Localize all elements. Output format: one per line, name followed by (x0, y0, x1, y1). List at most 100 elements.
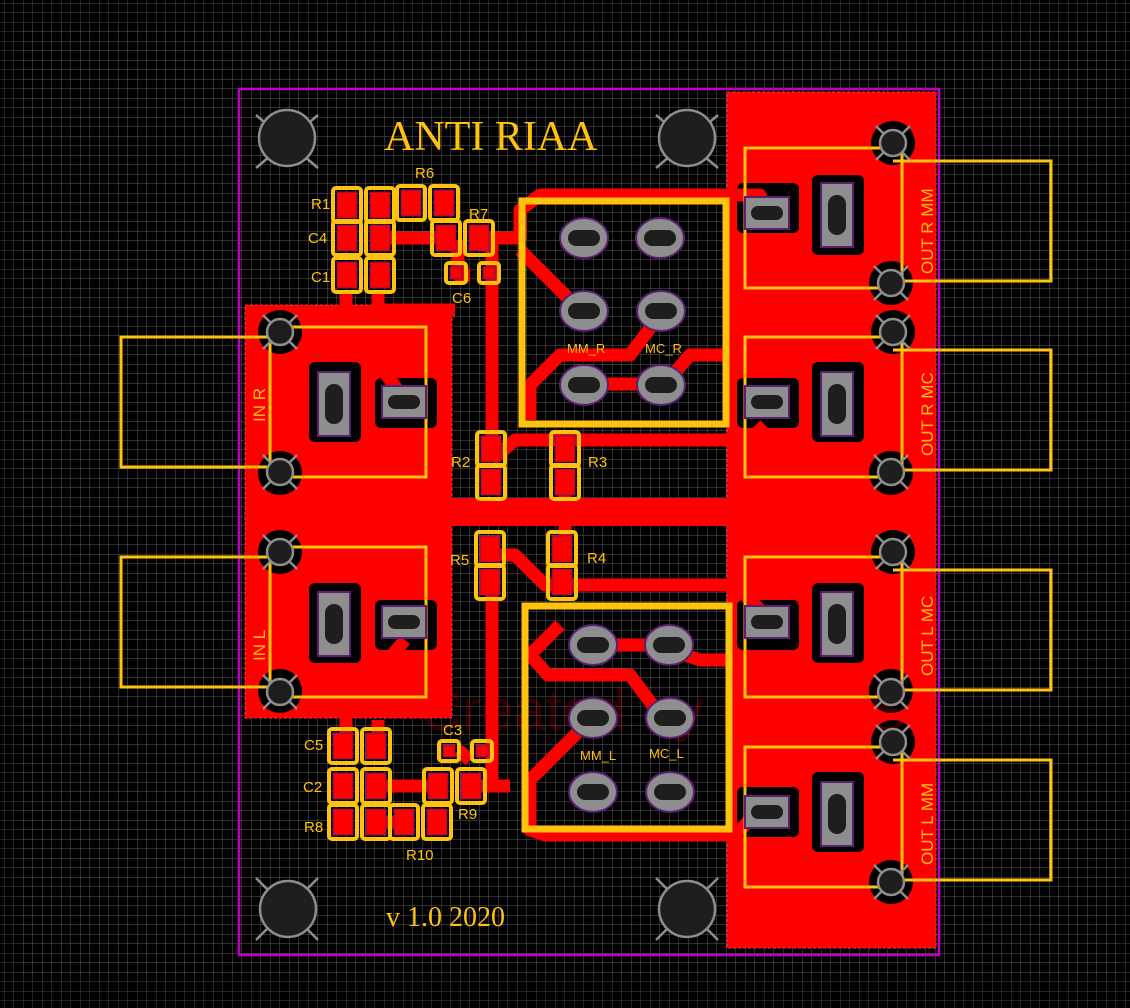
smd-r3[interactable] (549, 430, 581, 501)
smd-pad (369, 224, 391, 252)
slot-hole (751, 206, 783, 220)
pad-hole (577, 637, 609, 653)
connector-in-r[interactable] (119, 314, 428, 490)
smd-c1[interactable] (331, 256, 396, 294)
smd-pad (336, 224, 358, 252)
pin-pad (878, 128, 908, 158)
pad-hole (653, 637, 685, 653)
smd-r5[interactable] (474, 530, 506, 601)
switch-pad (568, 771, 618, 813)
connector-silkscreen-outer (119, 335, 280, 469)
switch-label-mm-l: MM_L (580, 748, 616, 763)
pad-silkscreen (360, 727, 392, 765)
switch-label-mc-r: MC_R (645, 341, 682, 356)
pad-silkscreen (395, 184, 427, 222)
smd-components (327, 184, 581, 841)
smd-r2[interactable] (475, 430, 507, 501)
connector-in-l[interactable] (119, 534, 428, 710)
pad-hole (577, 710, 609, 726)
tht-pin (875, 534, 911, 570)
smd-c5[interactable] (327, 727, 392, 765)
pad-silkscreen (327, 803, 359, 841)
pin-pad (265, 677, 295, 707)
smd-pad (427, 772, 449, 800)
smd-c3[interactable] (437, 739, 494, 763)
pad-hole (654, 710, 686, 726)
switch-pad (559, 217, 609, 259)
pad-silkscreen (546, 563, 578, 601)
smd-r6[interactable] (395, 184, 460, 222)
smd-r4[interactable] (546, 530, 578, 601)
connector-out-r-mm[interactable] (743, 125, 1053, 301)
pad-hole (645, 377, 677, 393)
designator-r6: R6 (415, 165, 434, 182)
smd-pad (365, 808, 387, 836)
smd-r9[interactable] (422, 767, 487, 805)
designator-c1: C1 (311, 269, 330, 286)
pin-pad (876, 867, 906, 897)
mounting-hole-bottom-left (255, 877, 319, 941)
tht-pin (873, 265, 909, 301)
tht-pin (262, 674, 298, 710)
pin-pad (876, 457, 906, 487)
slot-hole (828, 384, 846, 424)
designator-r10: R10 (406, 847, 434, 864)
connector-silkscreen-outer (891, 568, 1053, 692)
slot-hole (388, 615, 420, 629)
switch-left[interactable]: MM_L MC_L (521, 602, 733, 833)
connector-silkscreen-outer (891, 159, 1053, 283)
pad-silkscreen (437, 739, 461, 763)
switch-pad (636, 290, 686, 332)
connector-out-r-mc[interactable] (743, 314, 1053, 490)
switch-silkscreen (518, 197, 730, 428)
pad-silkscreen (364, 256, 396, 294)
smd-pad (551, 568, 573, 596)
smd-pad (479, 568, 501, 596)
pad-silkscreen (331, 256, 363, 294)
slot-hole (325, 384, 343, 424)
switch-pad (635, 217, 685, 259)
pad-silkscreen (549, 463, 581, 501)
mounting-hole-top-right (655, 108, 719, 169)
smd-pad (336, 191, 358, 219)
connector-out-l-mc[interactable] (743, 534, 1053, 710)
switch-pad (636, 364, 686, 406)
smd-r10[interactable] (388, 803, 453, 841)
smd-pad (554, 435, 576, 463)
mounting-hole-bottom-right (655, 877, 719, 941)
smd-pad (442, 744, 456, 758)
pin-pad (265, 457, 295, 487)
switch-pad (568, 697, 618, 739)
smd-r7[interactable] (430, 219, 495, 257)
switch-right[interactable]: MM_R MC_R (518, 197, 730, 428)
designator-c5: C5 (304, 737, 323, 754)
switch-label-mm-r: MM_R (567, 341, 605, 356)
pad-hole (577, 784, 609, 800)
slot-hole (388, 395, 420, 409)
pad-silkscreen (331, 219, 363, 257)
smd-c4[interactable] (331, 219, 396, 257)
smd-pad (460, 772, 482, 800)
pad-silkscreen (364, 219, 396, 257)
smd-pad (468, 224, 490, 252)
pad-silkscreen (470, 739, 494, 763)
designator-r1: R1 (311, 196, 330, 213)
tht-pin (873, 454, 909, 490)
smd-c6[interactable] (444, 261, 501, 285)
smd-pad (435, 224, 457, 252)
designator-r8: R8 (304, 819, 323, 836)
designator-c6: C6 (452, 290, 471, 307)
designator-r3: R3 (588, 454, 607, 471)
smd-pad (475, 744, 489, 758)
connector-out-l-mm[interactable] (743, 724, 1053, 900)
pad-hole (568, 303, 600, 319)
smd-pad (369, 261, 391, 289)
smd-pad (449, 266, 463, 280)
mounting-holes (255, 108, 719, 941)
switch-pad (559, 364, 609, 406)
smd-pad (554, 468, 576, 496)
trace (523, 311, 666, 420)
switch-silkscreen (521, 602, 733, 833)
pin-pad (876, 268, 906, 298)
designators: R1 C4 C1 R6 R7 C6 R2 R3 R5 R4 C3 C5 C2 R… (303, 165, 607, 864)
